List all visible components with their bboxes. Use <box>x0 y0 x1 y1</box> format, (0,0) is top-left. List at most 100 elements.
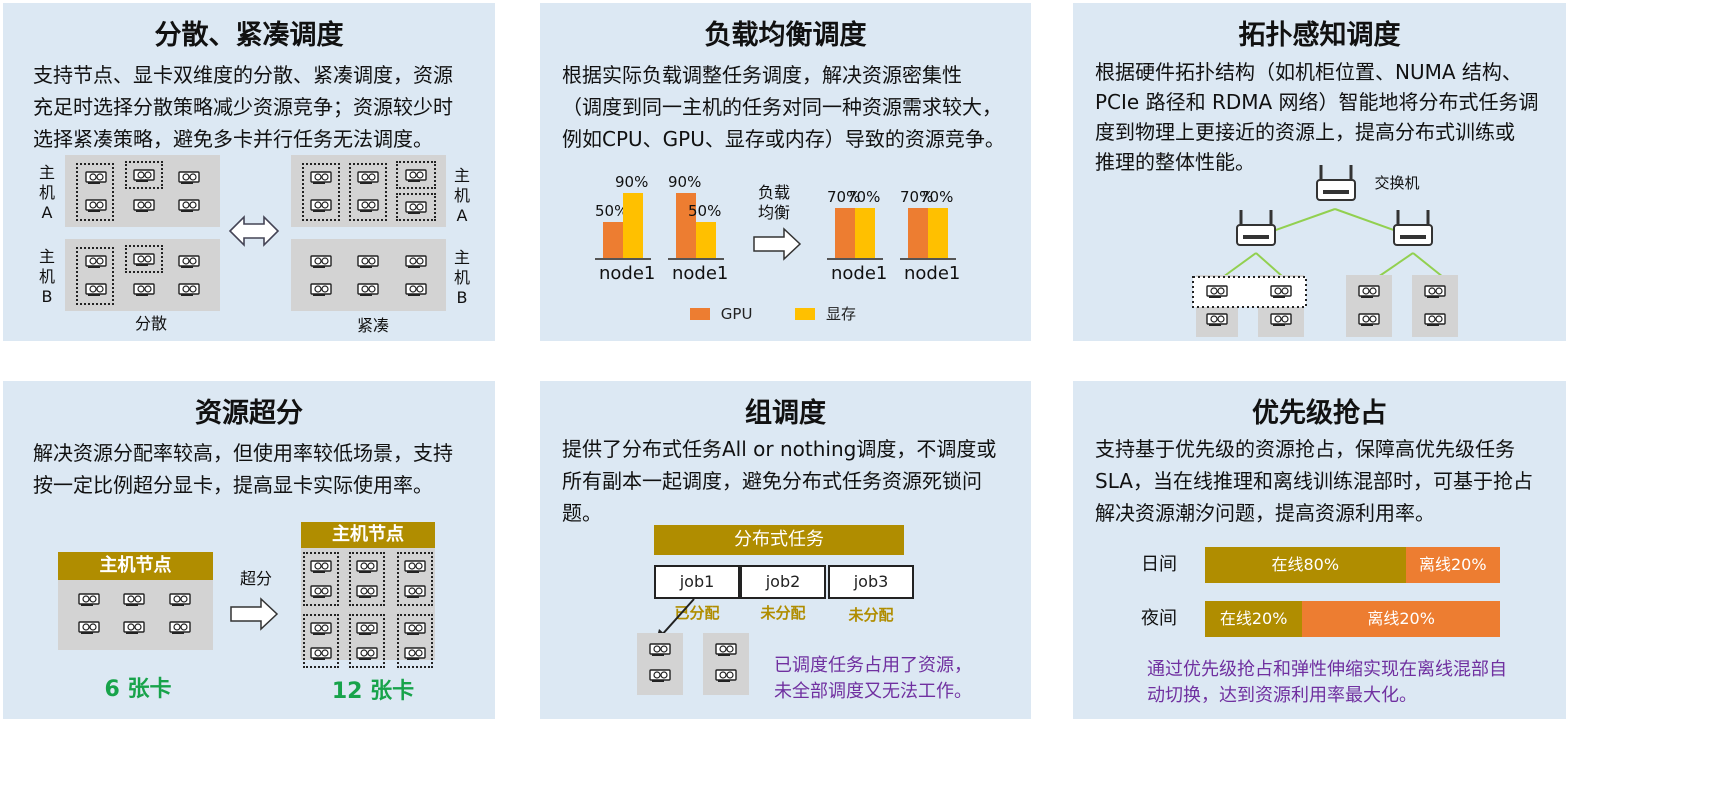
task-group-outline <box>349 163 387 221</box>
gang-note: 已调度任务占用了资源， 未全部调度又无法工作。 <box>774 655 972 702</box>
host-node-header: 主机节点 <box>301 522 435 548</box>
gpu-icon <box>357 255 379 269</box>
gpu-icon <box>133 283 155 297</box>
panel-description: 根据实际负载调整任务调度，解决资源密集性 （调度到同一主机的任务对同一种资源需求… <box>562 63 1005 151</box>
gpu-icon <box>310 283 332 297</box>
usage-bar-night: 在线20% 离线20% <box>1205 601 1500 637</box>
data-label: 50% <box>595 202 629 220</box>
task-group-outline <box>76 247 114 305</box>
gpu-icon <box>404 622 426 636</box>
gpu-icon <box>404 585 426 599</box>
panel-topology: 拓扑感知调度 根据硬件拓扑结构（如机柜位置、NUMA 结构、 PCIe 路径和 … <box>1073 3 1566 341</box>
panel-load-balance: 负载均衡调度 根据实际负载调整任务调度，解决资源密集性 （调度到同一主机的任务对… <box>540 3 1031 341</box>
task-group-outline <box>349 552 385 606</box>
chart-bar-mem <box>623 193 643 258</box>
gpu-icon <box>85 255 107 269</box>
task-group-outline <box>76 163 114 221</box>
task-group-outline <box>125 245 163 273</box>
gpu-icon <box>405 283 427 297</box>
offline-segment: 离线20% <box>1405 547 1500 583</box>
panel-priority-preemption: 优先级抢占 支持基于优先级的资源抢占，保障高优先级任务 SLA，当在线推理和离线… <box>1073 381 1566 719</box>
gpu-icon <box>404 647 426 661</box>
distributed-task-header: 分布式任务 <box>654 525 904 555</box>
task-group-outline <box>349 614 385 668</box>
gpu-icon <box>715 669 737 683</box>
overcommit-label: 超分 <box>239 569 272 588</box>
legend-swatch-gpu <box>690 307 710 320</box>
legend-swatch-mem <box>795 307 816 320</box>
gpu-icon <box>133 253 155 267</box>
spread-label: 分散 <box>134 314 167 333</box>
chart-baseline <box>668 258 724 260</box>
router-icon <box>1236 210 1276 246</box>
gpu-icon <box>85 171 107 185</box>
compact-host-b <box>291 239 446 311</box>
legend-label-mem: 显存 <box>826 305 857 323</box>
gpu-icon <box>310 255 332 269</box>
task-group-outline <box>397 614 433 668</box>
preemption-note: 通过优先级抢占和弹性伸缩实现在离线混部自 动切换，达到资源利用率最大化。 <box>1147 659 1507 706</box>
gpu-icon <box>85 283 107 297</box>
gpu-icon <box>85 199 107 213</box>
task-group-outline <box>396 193 436 221</box>
chart-baseline <box>900 258 956 260</box>
chart-bar-gpu <box>676 193 696 258</box>
gpu-icon <box>356 647 378 661</box>
panel-gang-scheduling: 组调度 提供了分布式任务All or nothing调度，不调度或 所有副本一起… <box>540 381 1031 719</box>
category-label: node1 <box>831 263 888 284</box>
row-label-night: 夜间 <box>1141 608 1177 629</box>
gpu-icon <box>310 171 332 185</box>
card-count-left: 6 张卡 <box>104 677 172 702</box>
panel-description: 支持基于优先级的资源抢占，保障高优先级任务 SLA，当在线推理和离线训练混部时，… <box>1095 437 1533 525</box>
task-group-outline <box>302 163 340 221</box>
router-icon <box>1316 165 1356 201</box>
chart-bar-mem <box>855 207 875 258</box>
gpu-icon <box>356 622 378 636</box>
gpu-icon <box>357 171 379 185</box>
panel-description: 解决资源分配率较高，但使用率较低场景，支持 按一定比例超分显卡，提高显卡实际使用… <box>33 441 453 497</box>
right-arrow-icon <box>753 227 802 261</box>
panel-description: 支持节点、显卡双维度的分散、紧凑调度，资源 充足时选择分散策略减少资源竞争；资源… <box>33 63 453 151</box>
gpu-icon <box>405 201 427 215</box>
gpu-icon <box>169 621 191 635</box>
gpu-icon <box>178 171 200 185</box>
job-status: 未分配 <box>848 606 894 624</box>
offline-segment: 离线20% <box>1302 601 1500 637</box>
gpu-icon <box>310 585 332 599</box>
chart-bar-gpu <box>908 207 928 258</box>
gpu-icon <box>356 585 378 599</box>
gpu-icon <box>357 199 379 213</box>
category-label: node1 <box>599 263 656 284</box>
router-icon <box>1393 210 1433 246</box>
switch-label: 交换机 <box>1374 174 1420 192</box>
gpu-icon <box>133 199 155 213</box>
data-label: 70% <box>920 187 954 206</box>
panel-overcommit: 资源超分 解决资源分配率较高，但使用率较低场景，支持 按一定比例超分显卡，提高显… <box>3 381 495 719</box>
gpu-icon <box>78 593 100 607</box>
task-group-outline <box>396 161 436 189</box>
gpu-icon <box>123 621 145 635</box>
gpu-icon <box>133 169 155 183</box>
compact-host-a <box>291 155 446 227</box>
online-segment: 在线20% <box>1205 601 1303 637</box>
gpu-icon <box>405 169 427 183</box>
gpu-icon <box>405 255 427 269</box>
gpu-icon <box>169 593 191 607</box>
spread-host-a <box>65 155 220 227</box>
task-group-outline <box>397 552 433 606</box>
usage-bar-day: 在线80% 离线20% <box>1205 547 1500 583</box>
job-box: job2 <box>740 565 826 599</box>
gpu-icon <box>78 621 100 635</box>
gpu-icon <box>310 622 332 636</box>
data-label: 70% <box>847 187 881 206</box>
gpu-icon <box>715 643 737 657</box>
data-label: 90% <box>615 173 649 192</box>
online-segment: 在线80% <box>1205 547 1406 583</box>
panel-title: 组调度 <box>745 398 826 429</box>
panel-description: 提供了分布式任务All or nothing调度，不调度或 所有副本一起调度，避… <box>562 437 997 525</box>
gpu-icon <box>178 283 200 297</box>
